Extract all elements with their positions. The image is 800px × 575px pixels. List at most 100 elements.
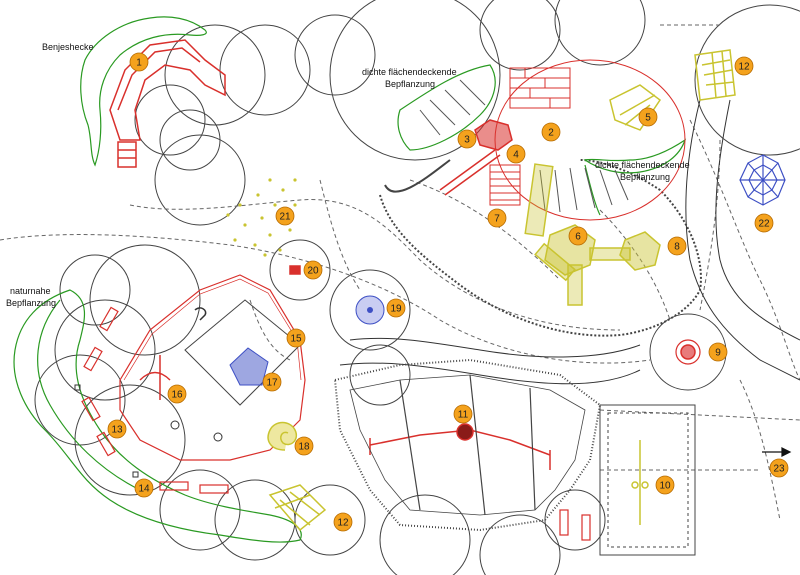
marker-number: 20: [307, 266, 319, 277]
spiral-18: [267, 421, 297, 451]
marker-badge: [568, 226, 588, 246]
main-walkways: [339, 99, 800, 385]
label-naturnahe: naturnahe: [10, 286, 51, 296]
marker-number: 16: [171, 390, 183, 401]
marker-badge: [286, 328, 306, 348]
blue-elements: [229, 154, 786, 386]
marker-badge: [333, 512, 353, 532]
marker-badge: [638, 107, 658, 127]
marker-number: 11: [458, 410, 469, 421]
marker-number: 9: [715, 348, 721, 359]
marker-number: 7: [494, 214, 500, 225]
marker-number: 5: [645, 113, 651, 124]
ladder-1: [117, 141, 137, 168]
marker-number: 19: [390, 304, 402, 315]
label-naturnahe-bepflanzung: Bepflanzung: [6, 298, 56, 308]
marker-number: 15: [290, 334, 302, 345]
marker-badge: [262, 372, 282, 392]
marker-badge: [506, 144, 526, 164]
marker-number: 21: [279, 212, 291, 223]
marker-number: 2: [548, 128, 554, 139]
label-bepflanzung-2: Bepflanzung: [620, 172, 670, 182]
marker-number: 8: [674, 242, 680, 253]
marker-m18: 18: [294, 436, 314, 456]
marker-number: 4: [513, 150, 519, 161]
marker-badge: [107, 419, 127, 439]
marker-number: 22: [758, 219, 770, 230]
marker-m15: 15: [286, 328, 306, 348]
marker-m1: 1: [129, 52, 149, 72]
marker-m14: 14: [134, 478, 154, 498]
wooden-elements: [226, 49, 736, 532]
sand-pit-17: [229, 347, 269, 386]
marker-badge: [129, 52, 149, 72]
marker-number: 18: [298, 442, 310, 453]
hut-3: [474, 119, 513, 151]
central-play-oval: [494, 59, 686, 221]
marker-m23: 23: [769, 458, 789, 478]
direction-arrow-23: [762, 447, 792, 457]
dot-cluster-21: [226, 178, 297, 257]
label-dense-planting-1: dichte flächendeckende: [362, 67, 457, 77]
marker-number: 12: [337, 518, 349, 529]
lower-right-plaza: [599, 404, 696, 556]
marker-number: 1: [136, 58, 142, 69]
element-9-outer: [675, 339, 701, 365]
marker-m5: 5: [638, 107, 658, 127]
hub-11: [456, 423, 474, 441]
steps-7: [489, 164, 521, 206]
element-12-bottom: [268, 484, 327, 532]
label-dense-planting-2: dichte flächendeckende: [595, 160, 690, 170]
marker-badge: [754, 213, 774, 233]
marker-m22: 22: [754, 213, 774, 233]
brick-wall: [509, 67, 571, 109]
marker-m17: 17: [262, 372, 282, 392]
dashed-paths: [0, 24, 800, 521]
marker-m6: 6: [568, 226, 588, 246]
marker-number: 3: [464, 135, 470, 146]
green-hedges: [13, 16, 687, 543]
marker-badge: [708, 342, 728, 362]
marker-badge: [134, 478, 154, 498]
marker-m7: 7: [487, 208, 507, 228]
marker-badge: [667, 236, 687, 256]
marker-m4: 4: [506, 144, 526, 164]
marker-number: 14: [138, 484, 150, 495]
text-labels: Benjeshecke dichte flächendeckende Bepfl…: [6, 42, 690, 308]
hill-slope-lines: [419, 79, 629, 213]
naturnahe-bepflanzung: [13, 289, 302, 543]
upper-dense-planting: [397, 64, 496, 151]
marker-m3: 3: [457, 129, 477, 149]
benches-left: [81, 306, 591, 541]
element-9-inner: [680, 344, 696, 360]
marker-number: 12: [738, 62, 750, 73]
marker-m2: 2: [541, 122, 561, 142]
marker-badge: [457, 129, 477, 149]
sand-square: [184, 299, 301, 406]
marker-badge: [453, 404, 473, 424]
marker-m10: 10: [655, 475, 675, 495]
marker-m20: 20: [303, 260, 323, 280]
marker-badge: [734, 56, 754, 76]
marker-m21: 21: [275, 206, 295, 226]
fenced-area-15: [119, 274, 306, 461]
marker-m8: 8: [667, 236, 687, 256]
element-20: [289, 265, 301, 275]
marker-m9: 9: [708, 342, 728, 362]
marker-number: 23: [773, 464, 785, 475]
marker-m11: 11: [453, 404, 473, 424]
marker-m13: 13: [107, 419, 127, 439]
marker-badge: [487, 208, 507, 228]
spider-web-22: [739, 154, 786, 206]
red-play-elements: [81, 39, 701, 541]
marker-number: 17: [266, 378, 278, 389]
marker-m16: 16: [167, 384, 187, 404]
marker-m12b: 12: [333, 512, 353, 532]
marker-badge: [386, 298, 406, 318]
label-benjeshecke: Benjeshecke: [42, 42, 94, 52]
marker-badge: [167, 384, 187, 404]
marker-number: 10: [659, 481, 671, 492]
element-12-top: [694, 49, 736, 101]
paved-plaza: [333, 358, 602, 532]
